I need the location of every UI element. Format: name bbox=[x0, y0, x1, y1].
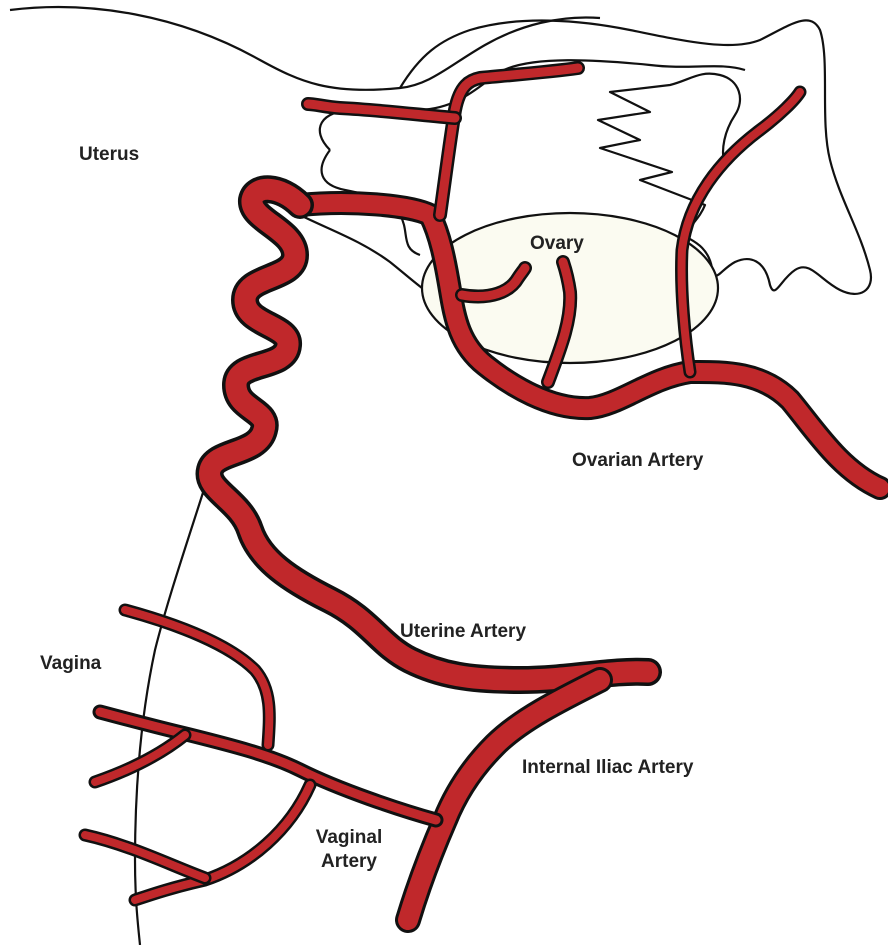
internal-iliac-artery bbox=[408, 680, 600, 920]
label-vaginal-artery-line1: Vaginal bbox=[304, 826, 394, 850]
label-ovary: Ovary bbox=[530, 232, 584, 256]
label-vaginal-artery-line2: Artery bbox=[304, 850, 394, 874]
arteries bbox=[85, 68, 880, 920]
label-vagina: Vagina bbox=[40, 652, 101, 676]
broad-ligament-lower-outline bbox=[300, 215, 440, 300]
label-ovarian-artery: Ovarian Artery bbox=[572, 449, 703, 473]
label-internal-iliac-artery: Internal Iliac Artery bbox=[522, 756, 693, 780]
label-uterine-artery: Uterine Artery bbox=[400, 620, 526, 644]
fimbriae-outline bbox=[598, 74, 740, 236]
fimbrial-branch bbox=[682, 92, 800, 372]
label-vaginal-artery: Vaginal Artery bbox=[304, 826, 394, 874]
label-uterus: Uterus bbox=[79, 143, 139, 167]
